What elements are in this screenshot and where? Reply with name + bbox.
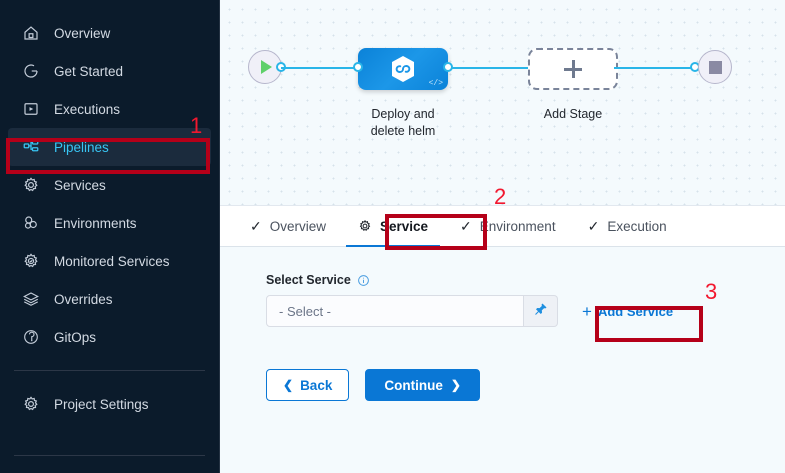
check-icon: ✓	[250, 218, 262, 234]
tab-label: Service	[380, 218, 429, 234]
get-started-icon	[20, 60, 42, 82]
main-content: </> Deploy and delete helm Add Stage	[220, 0, 785, 473]
chevron-left-icon: ❮	[283, 378, 294, 392]
tab-label: Execution	[607, 218, 667, 234]
stage-label-line1: Deploy and	[371, 107, 435, 121]
wire-start-to-stage	[281, 67, 363, 69]
add-service-label: Add Service	[597, 303, 674, 319]
sidebar: Overview Get Started Executions	[0, 0, 220, 473]
layers-icon	[20, 288, 42, 310]
monitored-services-icon	[20, 250, 42, 272]
executions-icon	[20, 98, 42, 120]
tab-service[interactable]: Service	[342, 205, 444, 248]
pipeline-canvas[interactable]: </> Deploy and delete helm Add Stage	[220, 0, 785, 205]
sidebar-item-label: Executions	[54, 101, 121, 117]
plus-icon: +	[582, 301, 592, 321]
stage-tabs: ✓ Overview Service ✓ Environment ✓ Execu…	[220, 205, 785, 248]
sidebar-item-label: Overview	[54, 25, 111, 41]
wire-stage-to-addstage	[451, 67, 533, 69]
sidebar-item-label: Get Started	[54, 63, 124, 79]
select-service-label-row: Select Service	[266, 273, 785, 287]
play-icon	[261, 60, 272, 74]
stage-node-deploy-and-delete-helm[interactable]: </>	[358, 48, 448, 90]
info-icon[interactable]	[357, 274, 370, 287]
code-badge-icon: </>	[428, 79, 443, 88]
add-service-button[interactable]: + Add Service	[582, 303, 673, 320]
select-service-control: - Select -	[266, 295, 558, 327]
pin-icon	[534, 302, 548, 321]
sidebar-item-executions[interactable]: Executions	[8, 90, 211, 128]
continue-button[interactable]: Continue ❯	[365, 369, 480, 401]
sidebar-item-overview[interactable]: Overview	[8, 14, 211, 52]
sidebar-item-label: Services	[54, 177, 106, 193]
stage-label-line2: delete helm	[370, 124, 436, 138]
select-service-label: Select Service	[266, 273, 351, 287]
tab-label: Overview	[269, 218, 326, 234]
home-icon	[20, 22, 42, 44]
sidebar-item-label: Overrides	[54, 291, 113, 307]
sidebar-item-pipelines[interactable]: Pipelines	[8, 128, 211, 166]
select-service-row: - Select - + Add Service	[266, 295, 785, 327]
plus-icon	[564, 60, 582, 78]
sidebar-item-label: Pipelines	[54, 139, 109, 155]
environments-icon	[20, 212, 42, 234]
sidebar-item-gitops[interactable]: GitOps	[8, 318, 211, 356]
gear-icon	[358, 219, 372, 233]
sidebar-item-monitored-services[interactable]: Monitored Services	[8, 242, 211, 280]
sidebar-divider	[14, 370, 205, 371]
tab-label: Environment	[479, 218, 556, 234]
pin-service-button[interactable]	[524, 295, 558, 327]
pipeline-graph: </>	[220, 48, 785, 90]
chevron-right-icon: ❯	[450, 378, 461, 392]
sidebar-item-label: Monitored Services	[54, 253, 170, 269]
sidebar-item-label: GitOps	[54, 329, 97, 345]
stage-node-label: Deploy and delete helm	[343, 106, 463, 140]
tab-overview[interactable]: ✓ Overview	[234, 205, 342, 247]
continue-button-label: Continue	[384, 377, 443, 393]
sidebar-bottom-divider	[14, 455, 205, 456]
sidebar-item-label: Project Settings	[54, 396, 149, 412]
check-icon: ✓	[460, 218, 472, 234]
check-icon: ✓	[587, 218, 600, 234]
pipelines-icon	[20, 136, 42, 158]
gear-icon	[20, 174, 42, 196]
gear-icon	[20, 393, 42, 415]
sidebar-item-overrides[interactable]: Overrides	[8, 280, 211, 318]
stop-icon	[708, 60, 722, 74]
wire-addstage-to-end	[614, 67, 699, 69]
pipeline-end-node[interactable]	[698, 50, 732, 84]
stage-in-port	[353, 62, 363, 72]
select-service-input[interactable]: - Select -	[266, 295, 524, 327]
gitops-icon	[20, 326, 42, 348]
sidebar-item-label: Environments	[54, 215, 137, 231]
sidebar-item-project-settings[interactable]: Project Settings	[8, 385, 211, 423]
sidebar-item-environments[interactable]: Environments	[8, 204, 211, 242]
tab-execution[interactable]: ✓ Execution	[572, 205, 683, 247]
annotation-number-2: 2	[494, 184, 507, 209]
sidebar-item-services[interactable]: Services	[8, 166, 211, 204]
annotation-number-3: 3	[705, 279, 718, 304]
back-button[interactable]: ❮ Back	[266, 369, 350, 401]
add-stage-label: Add Stage	[543, 107, 603, 121]
sidebar-item-get-started[interactable]: Get Started	[8, 52, 211, 90]
form-actions: ❮ Back Continue ❯	[266, 369, 785, 401]
tab-environment[interactable]: ✓ Environment	[444, 205, 572, 247]
add-stage-node[interactable]	[528, 48, 618, 90]
back-button-label: Back	[300, 377, 333, 393]
helm-hexagon-icon	[390, 55, 416, 83]
service-form: Select Service - Select -	[220, 247, 785, 473]
annotation-number-1: 1	[190, 113, 203, 138]
